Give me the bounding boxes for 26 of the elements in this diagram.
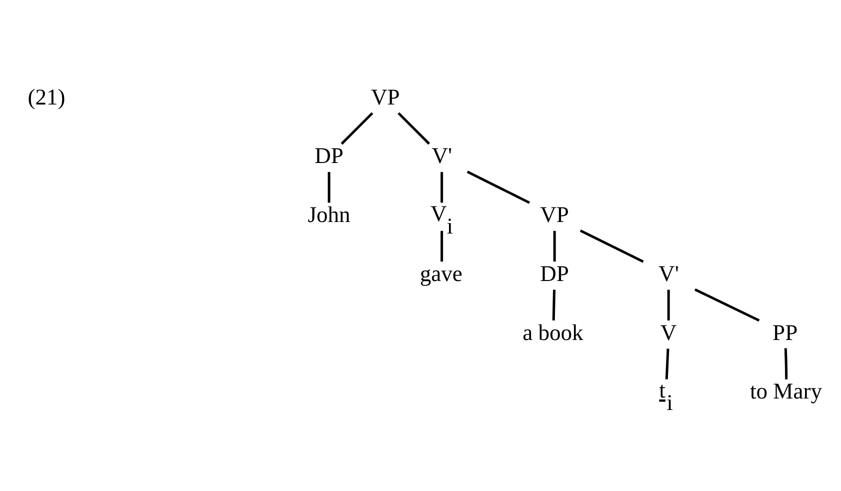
node-text: gave (420, 260, 462, 286)
node-text: VP (540, 202, 569, 227)
node-text: DP (540, 260, 569, 286)
node-text: PP (772, 319, 798, 344)
node-text: V' (432, 142, 452, 168)
node-text: V' (658, 260, 679, 286)
connector (784, 348, 788, 379)
connector (553, 230, 556, 262)
node-text: John (308, 202, 350, 227)
node-text: VP (371, 84, 400, 109)
connector (667, 289, 670, 320)
connector (440, 172, 444, 202)
connector (694, 288, 760, 322)
connector (328, 172, 330, 202)
label: (21) (28, 84, 66, 109)
node-text: V (660, 319, 677, 344)
connector (340, 112, 374, 144)
node-text: to Mary (750, 378, 822, 404)
connector (466, 170, 530, 204)
connector (440, 230, 444, 262)
connector (580, 228, 644, 262)
node-text: a book (522, 319, 584, 344)
connector (398, 112, 430, 144)
node-text: DP (314, 142, 344, 168)
connector (665, 348, 670, 379)
connector (552, 289, 556, 320)
